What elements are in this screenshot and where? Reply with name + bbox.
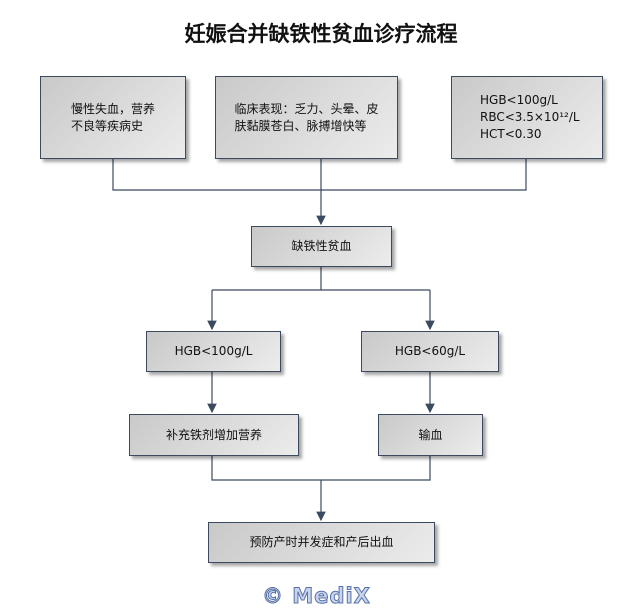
node-clinical: 临床表现：乏力、头晕、皮 肤黏膜苍白、脉搏增快等 xyxy=(215,76,398,159)
node-hgb100-text: HGB<100g/L xyxy=(174,344,253,358)
node-clinical-text: 临床表现：乏力、头晕、皮 肤黏膜苍白、脉搏增快等 xyxy=(234,101,379,133)
node-history: 慢性失血，营养 不良等疾病史 xyxy=(40,76,186,159)
node-labs-text: HGB<100g/L RBC<3.5×10¹²/L HCT<0.30 xyxy=(480,93,580,141)
connector-split xyxy=(212,266,430,291)
node-ida-text: 缺铁性贫血 xyxy=(291,239,352,253)
connector-top xyxy=(112,158,527,191)
watermark: © MediX xyxy=(262,584,371,608)
node-transfusion-text: 输血 xyxy=(418,427,443,442)
node-history-text: 慢性失血，营养 不良等疾病史 xyxy=(70,101,155,133)
node-transfusion: 输血 xyxy=(378,414,483,456)
node-iron: 补充铁剂增加营养 xyxy=(129,414,299,456)
node-ida: 缺铁性贫血 xyxy=(251,226,392,267)
node-prevent-text: 预防产时并发症和产后出血 xyxy=(249,535,394,549)
connector-merge xyxy=(211,455,431,481)
node-hgb60-text: HGB<60g/L xyxy=(394,344,466,358)
node-prevent: 预防产时并发症和产后出血 xyxy=(208,522,435,563)
node-hgb60: HGB<60g/L xyxy=(361,331,499,372)
node-labs: HGB<100g/L RBC<3.5×10¹²/L HCT<0.30 xyxy=(451,76,603,159)
node-iron-text: 补充铁剂增加营养 xyxy=(165,427,262,442)
node-hgb100: HGB<100g/L xyxy=(146,331,281,372)
page-title: 妊娠合并缺铁性贫血诊疗流程 xyxy=(184,21,458,46)
